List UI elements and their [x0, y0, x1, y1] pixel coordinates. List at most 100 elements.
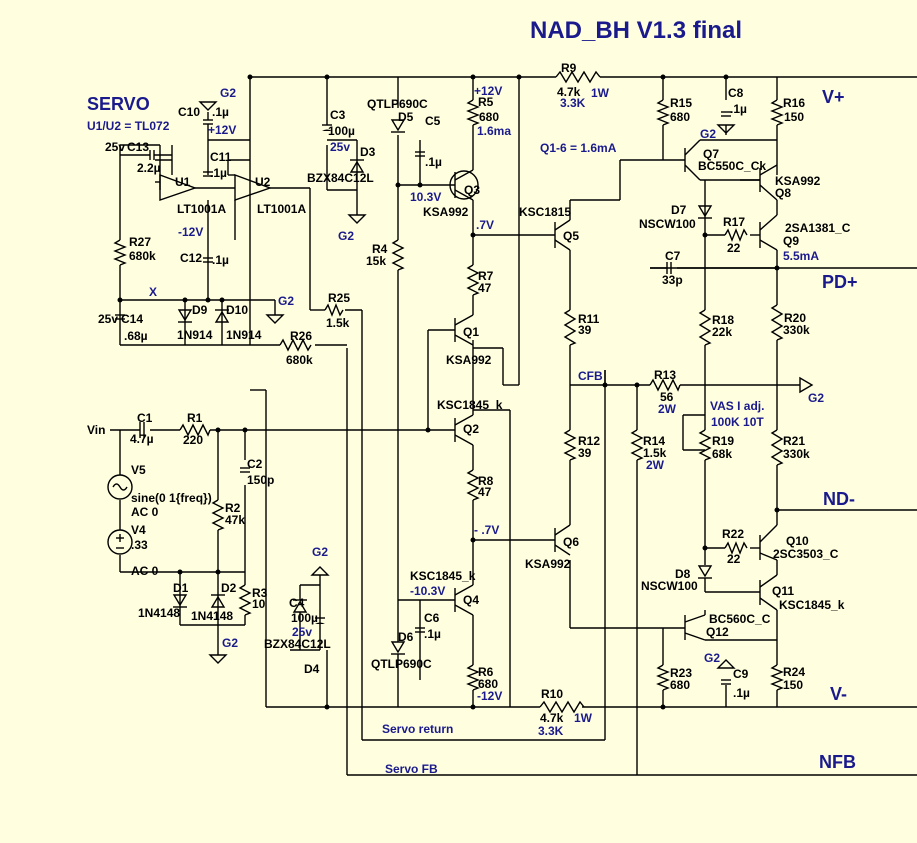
r24-value: 150 [783, 678, 803, 692]
c1-name: C1 [137, 411, 153, 425]
q4-symbol [454, 584, 474, 616]
d4-part: BZX84C12L [264, 637, 331, 651]
c8-name: C8 [728, 86, 744, 100]
r20-value: 330k [783, 323, 810, 337]
c13-symbol [120, 150, 172, 160]
transistors [449, 139, 778, 641]
c2-value: 150p [247, 473, 274, 487]
ground-symbol-c9 [716, 659, 736, 669]
d10-symbol [214, 309, 230, 323]
net-cfb: CFB [578, 369, 603, 383]
r21-name: R21 [783, 434, 805, 448]
q11-symbol [705, 574, 778, 611]
r5-name: R5 [478, 95, 494, 109]
c7-value: 33p [662, 273, 683, 287]
c6-name: C6 [424, 611, 440, 625]
opamps [159, 173, 273, 201]
v4-line2: AC 0 [131, 564, 159, 578]
gnd-label-c4: G2 [312, 545, 328, 559]
r5-value: 680 [479, 110, 499, 124]
v5-name: V5 [131, 463, 146, 477]
q6-part: KSA992 [525, 557, 571, 571]
u2-part: LT1001A [257, 202, 306, 216]
c11-value: .1µ [210, 166, 227, 180]
r19-value: 68k [712, 447, 732, 461]
r13-value: 56 [660, 390, 674, 404]
r1-value: 220 [183, 433, 203, 447]
u1-name: U1 [175, 175, 191, 189]
c4-name: C4 [289, 596, 305, 610]
r10-symbol [539, 700, 585, 714]
d6-symbol [390, 640, 406, 665]
note-vas-pot: 100K 10T [711, 415, 764, 429]
d4-name: D4 [304, 662, 320, 676]
c5-symbol [415, 151, 425, 157]
q12-symbol [684, 614, 706, 641]
r14-power: 2W [646, 458, 665, 472]
v5-line1: sine(0 1{freq}) [131, 491, 212, 505]
q4-name: Q4 [463, 593, 479, 607]
net-ndminus: ND- [823, 489, 855, 509]
r22-value: 22 [727, 552, 741, 566]
q11-part: KSC1845_k [779, 598, 845, 612]
net-pdplus: PD+ [822, 272, 858, 292]
d2-part: 1N4148 [191, 609, 233, 623]
d5-symbol [390, 119, 406, 133]
r25-name: R25 [328, 291, 350, 305]
ground-symbol-c10 [198, 101, 218, 111]
d1-name: D1 [173, 581, 189, 595]
r17-name: R17 [723, 215, 745, 229]
d10-name: D10 [226, 303, 248, 317]
rail-n12-servo: -12V [178, 225, 203, 239]
c14-value: .68µ [124, 329, 148, 343]
r6-value: 680 [478, 677, 498, 691]
d7-name: D7 [671, 203, 687, 217]
r16-name: R16 [783, 96, 805, 110]
q7-name: Q7 [703, 147, 719, 161]
r7-value: 47 [478, 281, 492, 295]
q10-symbol [759, 524, 778, 561]
net-servo-fb: Servo FB [385, 762, 438, 776]
r6-name: R6 [478, 665, 494, 679]
r23-name: R23 [670, 666, 692, 680]
r9-power: 1W [591, 86, 610, 100]
r25-value: 1.5k [326, 316, 350, 330]
c4-volt: 25v [292, 625, 312, 639]
r20-name: R20 [784, 311, 806, 325]
r2-name: R2 [225, 501, 241, 515]
r12-name: R12 [578, 434, 600, 448]
r8-symbol [466, 469, 480, 501]
rail-p12-servo: +12V [208, 123, 236, 137]
gnd-label-c9: G2 [704, 651, 720, 665]
d3-name: D3 [360, 145, 376, 159]
d9-part: 1N914 [177, 328, 213, 342]
d6-name: D6 [398, 630, 414, 644]
rail-p12-r5: +12V [474, 84, 502, 98]
v4-name: V4 [131, 523, 146, 537]
gnd-label-d2: G2 [222, 636, 238, 650]
d9-symbol [177, 309, 193, 323]
r27-symbol [113, 239, 127, 266]
net-nfb: NFB [819, 752, 856, 772]
q3-name: Q3 [464, 183, 480, 197]
gnd-label-d3: G2 [338, 229, 354, 243]
note-q16: Q1-6 = 1.6mA [540, 141, 617, 155]
r23-symbol [656, 664, 670, 691]
r24-name: R24 [783, 665, 805, 679]
r9-value: 4.7k [557, 85, 581, 99]
r18-symbol [698, 309, 712, 346]
r23-value: 680 [670, 678, 690, 692]
r16-value: 150 [784, 110, 804, 124]
ground-symbol-x [265, 314, 285, 324]
q10-name: Q10 [786, 534, 809, 548]
diodes [172, 119, 713, 665]
r27-name: R27 [129, 235, 151, 249]
r15-name: R15 [670, 96, 692, 110]
r18-name: R18 [712, 313, 734, 327]
note-v-p7: .7V [476, 218, 494, 232]
c11-name: C11 [210, 150, 232, 164]
d8-name: D8 [675, 567, 691, 581]
ground-symbol-c8 [716, 124, 736, 134]
r13-symbol [649, 378, 681, 392]
resistors [113, 70, 784, 714]
